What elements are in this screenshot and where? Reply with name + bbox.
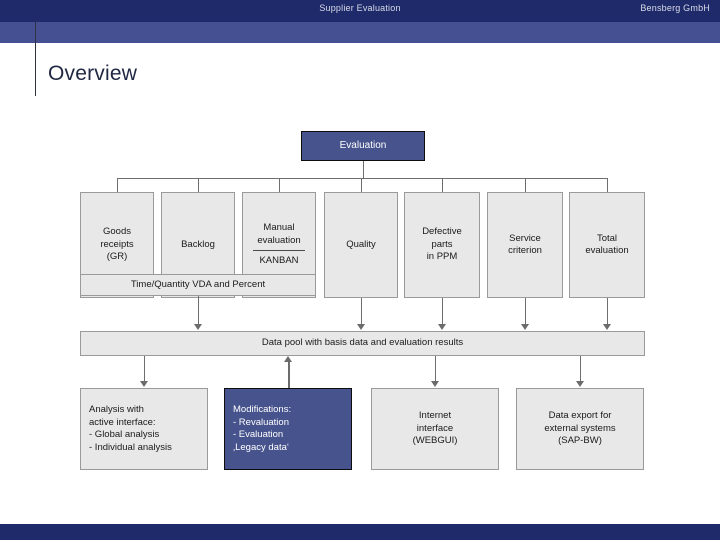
connector-criteria-stem bbox=[361, 178, 362, 192]
diagram-node-criterion[interactable]: Quality bbox=[324, 192, 398, 298]
diagram-node-output[interactable]: Modifications:- Revaluation- Evaluation … bbox=[224, 388, 352, 470]
footer-bar bbox=[0, 524, 720, 540]
connector-criteria-to-pool bbox=[525, 298, 526, 325]
arrowhead-criteria-to-pool bbox=[357, 324, 365, 330]
connector-criteria-stem bbox=[442, 178, 443, 192]
diagram-node-time-quantity-band[interactable]: Time/Quantity VDA and Percent bbox=[80, 274, 316, 296]
connector-pool-to-output bbox=[144, 356, 145, 382]
connector-criteria-to-pool bbox=[442, 298, 443, 325]
connector-root-stem bbox=[363, 161, 364, 178]
connector-pool-to-output bbox=[288, 362, 290, 388]
connector-criteria-stem bbox=[279, 178, 280, 192]
header-bar bbox=[0, 0, 720, 22]
diagram-node-time-quantity-label: Time/Quantity VDA and Percent bbox=[130, 278, 266, 290]
connector-criteria-stem bbox=[607, 178, 608, 192]
diagram-node-criterion-label: Quality bbox=[346, 238, 376, 250]
arrowhead-criteria-to-pool bbox=[521, 324, 529, 330]
arrowhead-criteria-to-pool bbox=[603, 324, 611, 330]
connector-criteria-stem bbox=[198, 178, 199, 192]
connector-distribution-bar bbox=[117, 178, 607, 179]
connector-criteria-stem bbox=[117, 178, 118, 192]
arrowhead-output-to-pool bbox=[284, 356, 292, 362]
header-accent-band bbox=[0, 22, 720, 43]
arrowhead-pool-to-output bbox=[140, 381, 148, 387]
title-accent-rule bbox=[35, 22, 36, 96]
connector-criteria-stem bbox=[525, 178, 526, 192]
connector-pool-to-output bbox=[580, 356, 581, 382]
connector-pool-to-output bbox=[435, 356, 436, 382]
connector-criteria-to-pool bbox=[361, 298, 362, 325]
diagram-node-evaluation-label: Evaluation bbox=[339, 139, 387, 151]
header-title: Supplier Evaluation bbox=[319, 3, 401, 13]
diagram-node-criterion-label: Backlog bbox=[181, 238, 215, 250]
diagram-node-data-pool[interactable]: Data pool with basis data and evaluation… bbox=[80, 331, 645, 356]
page-title: Overview bbox=[48, 62, 138, 85]
diagram-node-output-label: Modifications:- Revaluation- Evaluation … bbox=[233, 404, 292, 453]
arrowhead-pool-to-output bbox=[431, 381, 439, 387]
criterion-divider bbox=[253, 250, 305, 252]
diagram-node-criterion-sublabel: KANBAN bbox=[259, 255, 299, 267]
arrowhead-band-to-pool bbox=[194, 324, 202, 330]
arrowhead-pool-to-output bbox=[576, 381, 584, 387]
arrowhead-criteria-to-pool bbox=[438, 324, 446, 330]
header-company-name: Bensberg GmbH bbox=[640, 3, 710, 13]
diagram-node-evaluation[interactable]: Evaluation bbox=[301, 131, 425, 161]
connector-band-to-pool bbox=[198, 296, 199, 325]
diagram-node-data-pool-label: Data pool with basis data and evaluation… bbox=[261, 337, 464, 349]
connector-criteria-to-pool bbox=[607, 298, 608, 325]
